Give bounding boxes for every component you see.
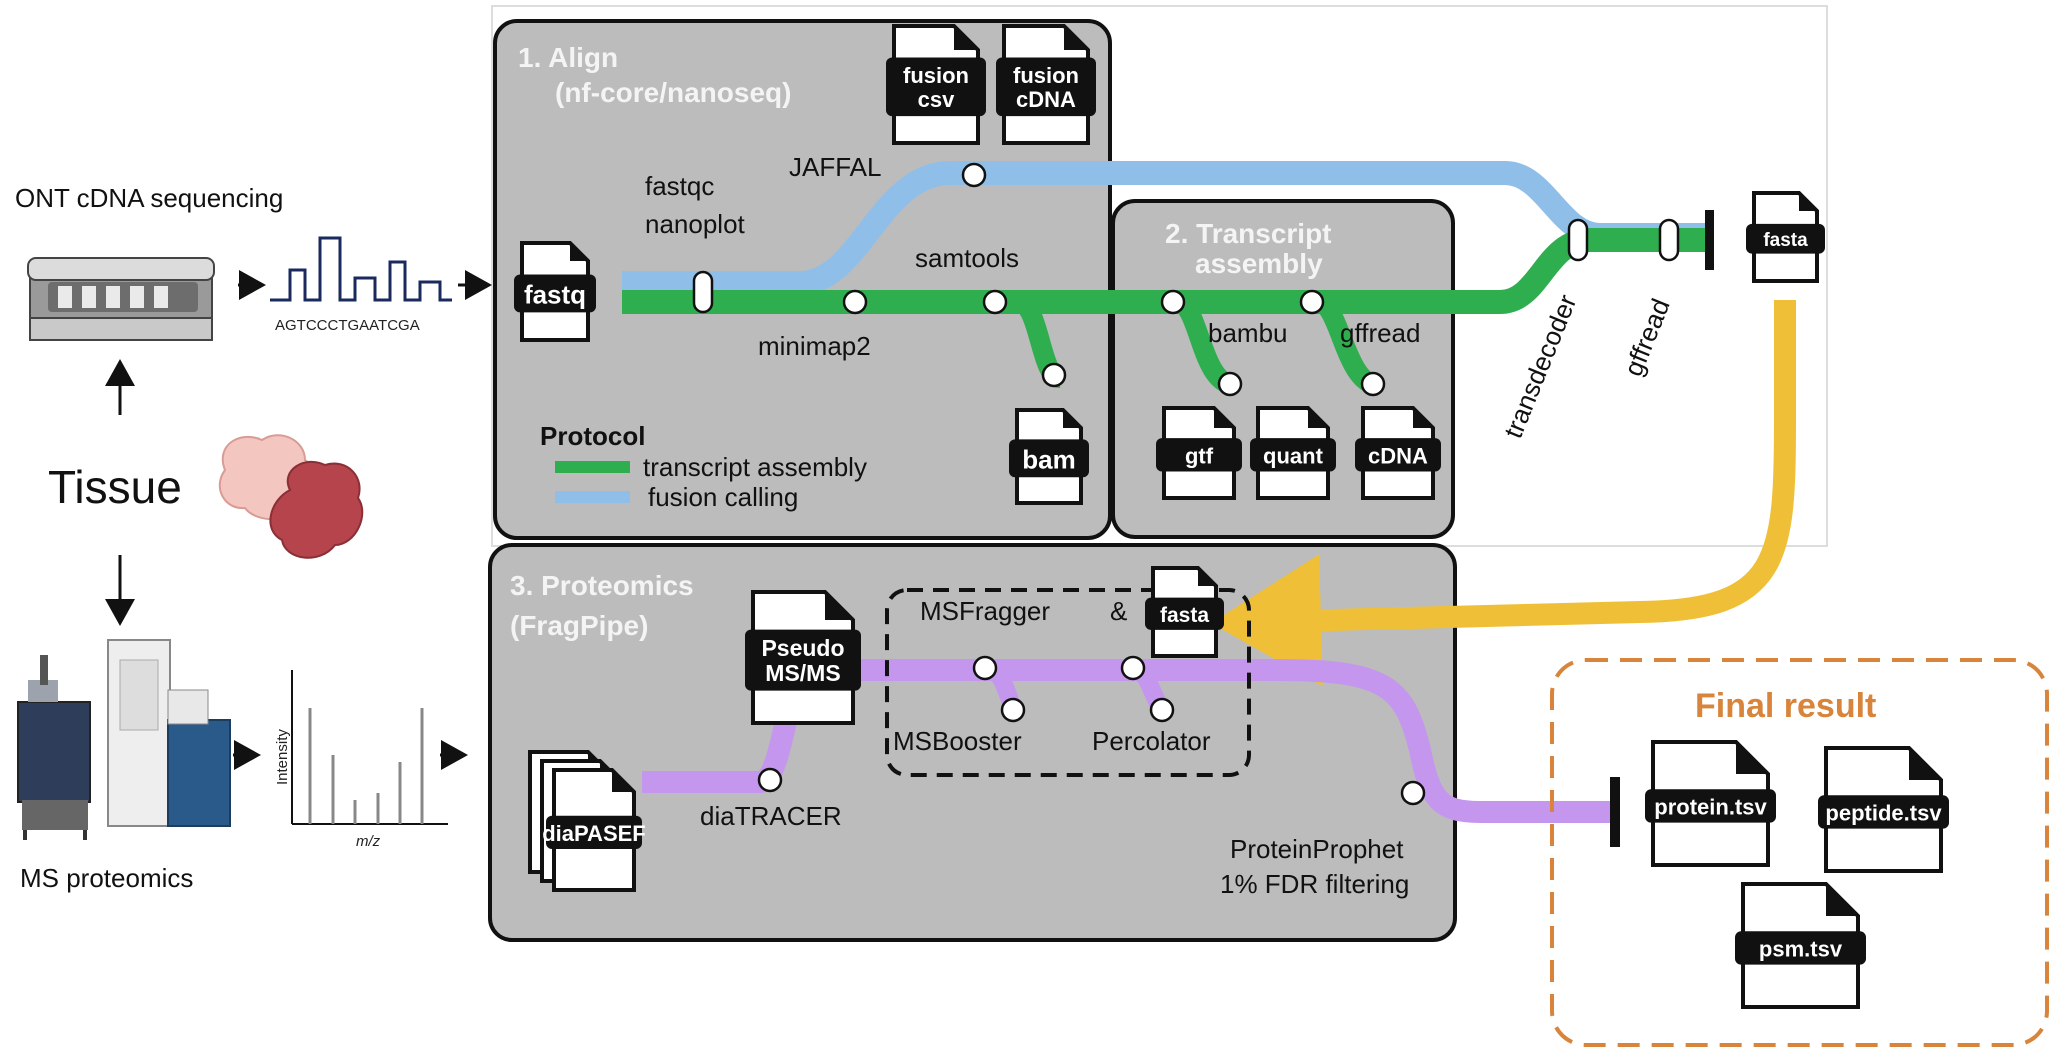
final-bar: [1610, 777, 1620, 847]
legend-title: Protocol: [540, 421, 645, 451]
msfragger-label: MSFragger: [920, 596, 1050, 626]
sequencer-icon: [27, 257, 215, 341]
fusion-cdna-file-icon-label-0: fusion: [1013, 63, 1079, 88]
ms-spectrum-icon: [291, 670, 448, 825]
bam-file-icon: bam: [1009, 408, 1089, 505]
proteomics-subtitle: (FragPipe): [510, 610, 648, 641]
fusion-calling-line: [622, 161, 1710, 295]
proteinprophet-label: ProteinProphet: [1230, 834, 1404, 864]
align-subtitle: (nf-core/nanoseq): [555, 77, 791, 108]
fasta-file-icon: fasta: [1746, 191, 1825, 283]
cdna-file-icon: cDNA: [1355, 406, 1441, 500]
bam-file-icon-label-0: bam: [1022, 445, 1075, 475]
tissue-label: Tissue: [48, 461, 182, 513]
fastq-file-icon-label-0: fastq: [524, 280, 586, 310]
assembly-subtitle: assembly: [1195, 248, 1323, 279]
diatracer-label: diaTRACER: [700, 801, 842, 831]
gtf-file-icon-label-0: gtf: [1185, 443, 1214, 468]
nanopore-signal-icon: [270, 236, 452, 302]
tissue-icon: [218, 434, 364, 559]
msfragger-group: [885, 588, 1251, 777]
cdna-file-icon-label-0: cDNA: [1368, 443, 1428, 468]
proteomics-line: [642, 659, 1610, 823]
quant-file-icon-label-0: quant: [1263, 443, 1324, 468]
psm-file-icon: psm.tsv: [1735, 882, 1866, 1009]
fasta2-file-icon: fasta: [1145, 566, 1224, 658]
proteomics-title: 3. Proteomics: [510, 570, 694, 601]
fasta2-file-icon-label-0: fasta: [1160, 604, 1209, 627]
spectrum-y-label: Intensity: [274, 729, 291, 785]
spectrum-x-label: m/z: [356, 833, 381, 850]
bambu-label: bambu: [1208, 318, 1288, 348]
pseudo-msms-file-icon-label-1: MS/MS: [765, 660, 840, 686]
diapasef-file-icon-label-0: diaPASEF: [542, 821, 646, 846]
fasta-to-proteomics-arrow: [1211, 300, 1796, 687]
samtools-label: samtools: [915, 243, 1019, 273]
gtf-file-icon: gtf: [1156, 406, 1242, 500]
legend-label-transcript-assembly: transcript assembly: [643, 452, 867, 482]
fdr-label: 1% FDR filtering: [1220, 869, 1409, 899]
final-result-box: [1550, 658, 2049, 1047]
fastqc-label: fastqc: [645, 171, 714, 201]
final-result-title: Final result: [1695, 687, 1876, 725]
gffread2-label: gffread: [1618, 294, 1676, 380]
pseudo-msms-file-icon-label-0: Pseudo: [761, 635, 844, 661]
jaffal-label: JAFFAL: [789, 152, 881, 182]
quant-file-icon: quant: [1250, 406, 1336, 500]
mass-spectrometer-icon: [17, 639, 231, 840]
ampersand-label: &: [1110, 596, 1127, 626]
pipeline-nodes: [692, 162, 1680, 806]
align-title: 1. Align: [518, 42, 618, 73]
fusion-csv-file-icon-label-1: csv: [918, 87, 955, 112]
percolator-label: Percolator: [1092, 726, 1211, 756]
legend-label-fusion-calling: fusion calling: [648, 482, 798, 512]
sequence-text: AGTCCCTGAATCGA: [275, 317, 420, 334]
nanoplot-label: nanoplot: [645, 209, 746, 239]
fasta-file-icon-label-0: fasta: [1763, 230, 1808, 251]
fusion-csv-file-icon-label-0: fusion: [903, 63, 969, 88]
minimap2-label: minimap2: [758, 331, 871, 361]
msbooster-label: MSBooster: [893, 726, 1022, 756]
ms-proteomics-label: MS proteomics: [20, 863, 193, 893]
peptide-file-icon-label-0: peptide.tsv: [1825, 801, 1942, 826]
peptide-file-icon: peptide.tsv: [1818, 746, 1949, 873]
ont-label: ONT cDNA sequencing: [15, 183, 283, 213]
psm-file-icon-label-0: psm.tsv: [1759, 937, 1843, 962]
fasta-bar: [1705, 210, 1714, 270]
assembly-title: 2. Transcript: [1165, 218, 1332, 249]
protein-file-icon-label-0: protein.tsv: [1654, 795, 1767, 820]
gffread-label: gffread: [1340, 318, 1420, 348]
protein-file-icon: protein.tsv: [1645, 740, 1776, 867]
fastq-file-icon: fastq: [514, 241, 596, 342]
diapasef-file-icon: diaPASEF: [528, 750, 646, 892]
fusion-cdna-file-icon-label-1: cDNA: [1016, 87, 1076, 112]
